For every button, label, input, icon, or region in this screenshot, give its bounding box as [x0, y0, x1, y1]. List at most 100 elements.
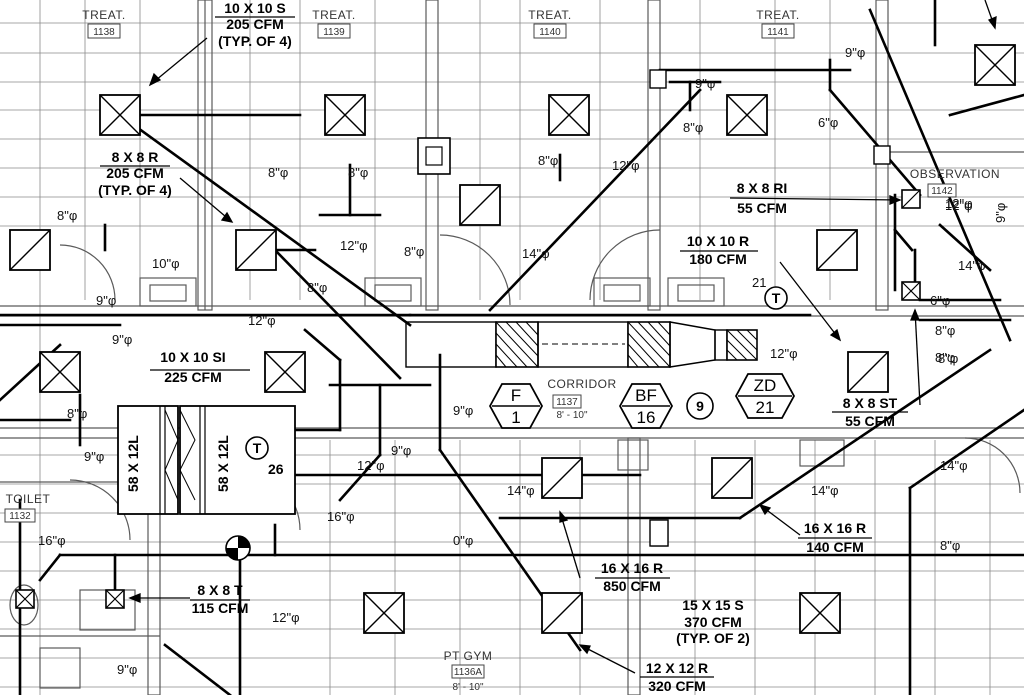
- return-grille: [541, 457, 583, 499]
- room-number: 1137: [556, 397, 578, 408]
- tag-bottom: 16: [637, 408, 656, 427]
- callout-cfm: 320 CFM: [648, 678, 706, 694]
- callout-size: 8 X 8 ST: [843, 395, 898, 411]
- duct-size-label: 9"φ: [695, 76, 715, 91]
- room-height: 8' - 10": [452, 682, 483, 693]
- callout-cfm: 55 CFM: [737, 200, 787, 216]
- diffuser: [39, 351, 81, 393]
- callout-cfm: 180 CFM: [689, 251, 747, 267]
- callout-cfm: 140 CFM: [806, 539, 864, 555]
- duct-size-label: 12"φ: [945, 198, 973, 213]
- room-labels: TREAT. 1138 TREAT. 1139 TREAT. 1140 TREA…: [6, 8, 1000, 693]
- duct-size-label: 8"φ: [307, 280, 327, 295]
- callout-size: 15 X 15 S: [682, 597, 744, 613]
- callout-size: 8 X 8 T: [197, 582, 243, 598]
- duct-size-label: 8"φ: [940, 538, 960, 553]
- room-height: 8' - 10": [556, 410, 587, 421]
- return-grille: [711, 457, 753, 499]
- diffuser: [105, 589, 125, 609]
- callout-cfm: 225 CFM: [164, 369, 222, 385]
- thermostat-symbol-label: T: [253, 440, 262, 456]
- duct-size-label: 8"φ: [938, 351, 958, 366]
- tag-bottom: 1: [511, 408, 520, 427]
- plumbing-fixtures: [9, 277, 845, 689]
- duct-size-labels: 9"φ 9"φ 8"φ 6"φ 8"φ 8"φ 8"φ 12"φ 8"φ 10"…: [38, 45, 1008, 677]
- callout-size: 16 X 16 R: [804, 520, 866, 536]
- tag-top: F: [511, 386, 521, 405]
- column: [417, 137, 451, 175]
- duct-size-label: 8"φ: [683, 120, 703, 135]
- room-number: 1142: [931, 186, 953, 197]
- duct-size-label: 9"φ: [391, 443, 411, 458]
- room-name: TOILET: [6, 492, 51, 506]
- callout-size: 10 X 10 S: [224, 0, 286, 16]
- duct-size-label: 14"φ: [811, 483, 839, 498]
- diffuser: [264, 351, 306, 393]
- room-number: 1139: [323, 27, 345, 38]
- duct-size-label: 8"φ: [67, 406, 87, 421]
- room-number: 1136A: [454, 667, 483, 678]
- duct-size-label: 9"φ: [845, 45, 865, 60]
- diffuser: [548, 94, 590, 136]
- column: [873, 145, 891, 165]
- unit-size-label: 58 X 12L: [215, 435, 231, 492]
- room-number: 1132: [9, 511, 31, 522]
- room-name: TREAT.: [82, 8, 125, 22]
- tag-bottom: 21: [756, 398, 775, 417]
- diffuser: [324, 94, 366, 136]
- callout-size: 10 X 10 SI: [160, 349, 225, 365]
- return-grille: [901, 189, 921, 209]
- column: [649, 519, 669, 547]
- return-grille: [847, 351, 889, 393]
- callout-cfm: 850 CFM: [603, 578, 661, 594]
- duct-size-label: 12"φ: [272, 610, 300, 625]
- duct-size-label: 12"φ: [248, 313, 276, 328]
- diffuser: [799, 592, 841, 634]
- duct-size-label: 10"φ: [152, 256, 180, 271]
- duct-size-label: 14"φ: [507, 483, 535, 498]
- callout-size: 8 X 8 R: [112, 149, 159, 165]
- callout-cfm: 115 CFM: [192, 600, 249, 616]
- diffuser: [974, 44, 1016, 86]
- room-name: TREAT.: [312, 8, 355, 22]
- duct-size-label: 14"φ: [522, 246, 550, 261]
- room-number: 1141: [767, 27, 789, 38]
- air-device-callouts: 10 X 10 S 205 CFM (TYP. OF 4) 8 X 8 R 20…: [98, 0, 908, 694]
- duct-size-label: 8"φ: [348, 165, 368, 180]
- callout-size: 12 X 12 R: [646, 660, 708, 676]
- duct-size-label: 12"φ: [340, 238, 368, 253]
- symbols: [4, 23, 957, 679]
- room-name: PT GYM: [444, 649, 493, 663]
- unit-size-label: 58 X 12L: [125, 435, 141, 492]
- callout-note: (TYP. OF 2): [676, 630, 750, 646]
- room-number: 1140: [539, 27, 561, 38]
- duct-size-label: 14"φ: [958, 258, 986, 273]
- diffuser: [363, 592, 405, 634]
- duct-size-label: 16"φ: [327, 509, 355, 524]
- room-number-box: [4, 23, 957, 679]
- duct-size-label: 8"φ: [935, 323, 955, 338]
- supply-trunk: [405, 321, 758, 368]
- room-name: CORRIDOR: [547, 377, 616, 391]
- thermostat-number: 26: [268, 461, 284, 477]
- balance-marker: [225, 535, 251, 561]
- duct-size-label: 8"φ: [935, 350, 955, 365]
- callout-cfm: 55 CFM: [845, 413, 895, 429]
- callout-size: 8 X 8 RI: [737, 180, 788, 196]
- callout-note: (TYP. OF 4): [218, 33, 292, 49]
- column: [649, 69, 667, 89]
- duct-size-label: 8"φ: [404, 244, 424, 259]
- duct-size-label: 12"φ: [770, 346, 798, 361]
- diffuser: [726, 94, 768, 136]
- terminal-units: [117, 405, 296, 515]
- duct-size-label: 8"φ: [57, 208, 77, 223]
- tag-top: BF: [635, 386, 657, 405]
- tag-labels: F 1 BF 16 ZD 21 9 T 21 T 26 58 X 12L 58 …: [125, 275, 781, 492]
- thermostat-symbol: [245, 436, 269, 460]
- callout-cfm: 370 CFM: [684, 614, 742, 630]
- duct-size-label: 9"φ: [112, 332, 132, 347]
- thermostat-symbol: [764, 286, 788, 310]
- duct-size-label: 6"φ: [930, 293, 950, 308]
